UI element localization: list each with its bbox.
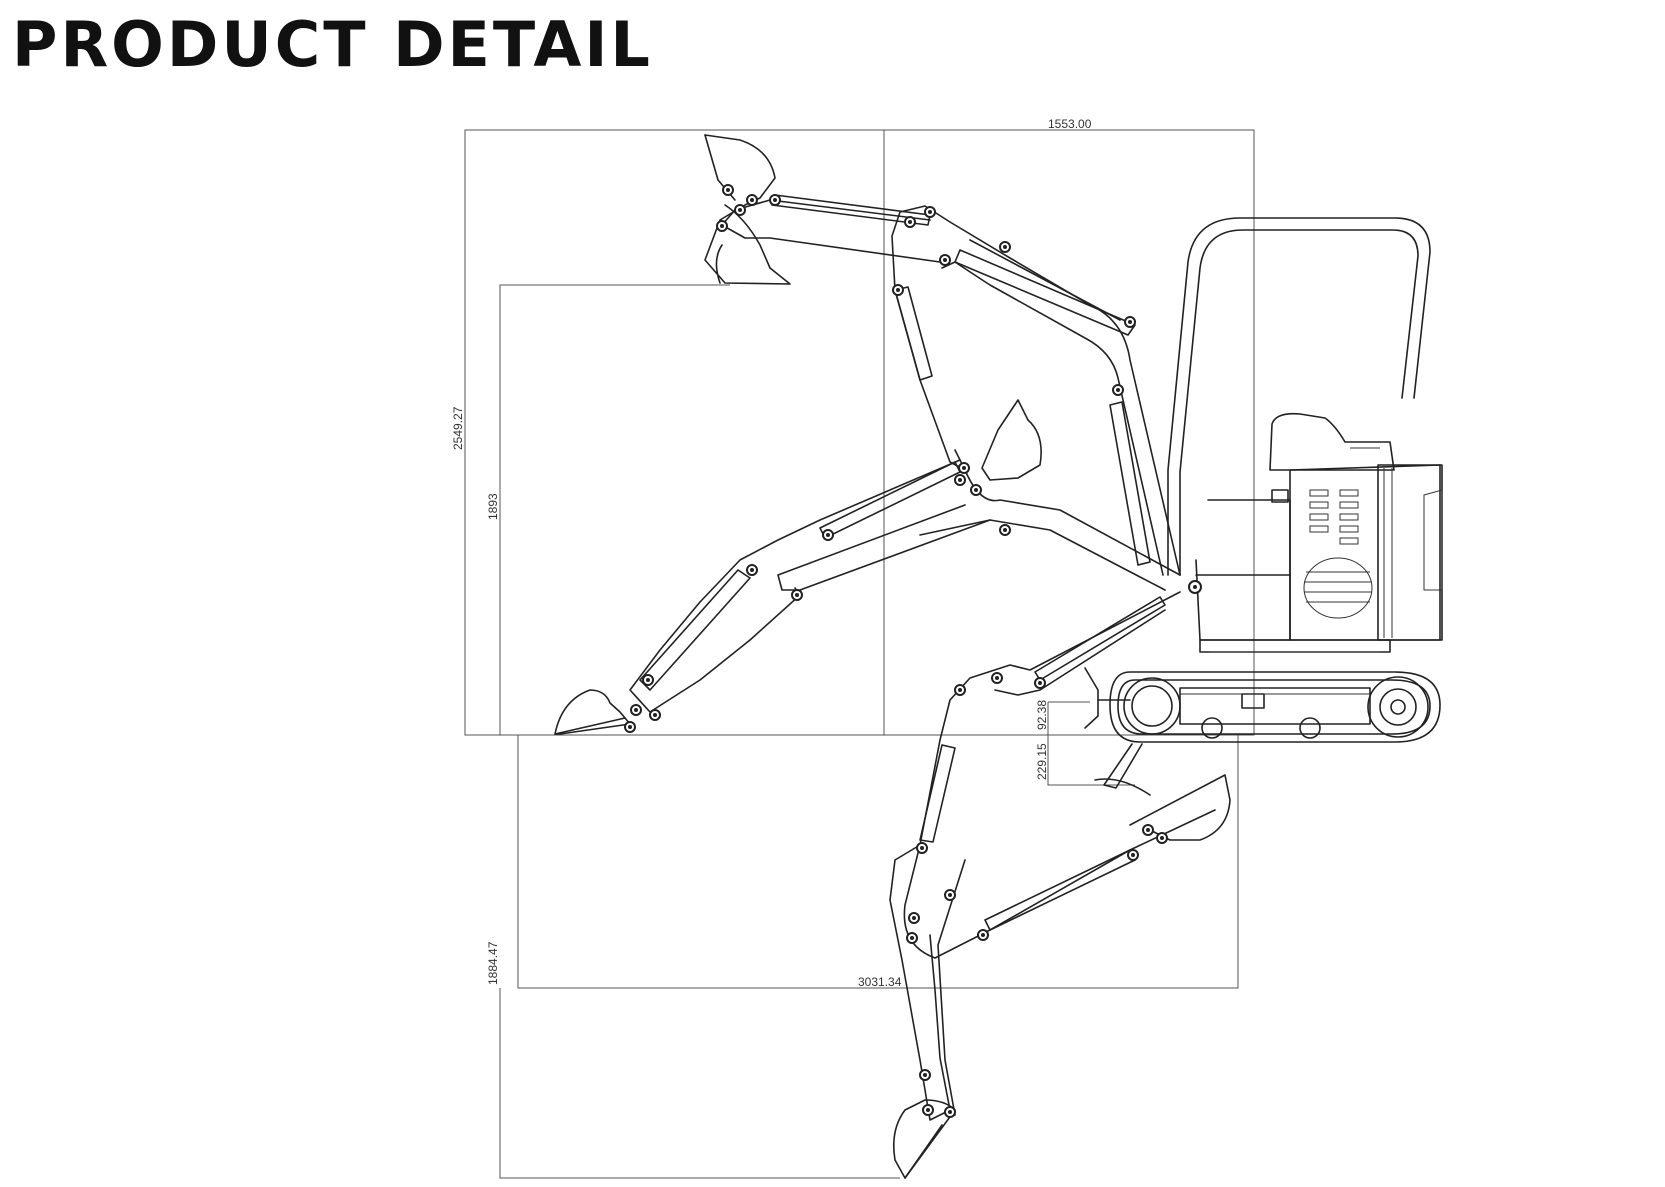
arm-pose-raised <box>704 134 1181 576</box>
dimension-labels: 1553.00 2549.27 1893 3031.34 1884.47 92.… <box>451 117 1092 989</box>
arm-pose-reach <box>554 399 1202 735</box>
arm-pose-dig <box>889 591 1231 1179</box>
pins-pose-dig <box>906 672 1168 1118</box>
dim-top-width: 1553.00 <box>1048 117 1092 131</box>
dim-overall-height: 2549.27 <box>451 406 465 450</box>
page-title: PRODUCT DETAIL <box>12 8 653 81</box>
vent-louvers <box>1303 489 1373 619</box>
excavator-body <box>1084 217 1443 796</box>
pins-pose-reach <box>624 462 1202 733</box>
dim-dig-depth: 1884.47 <box>486 941 500 985</box>
dimension-lines <box>464 129 1255 1179</box>
dim-dump-height: 1893 <box>486 493 500 520</box>
pins-pose-raised <box>716 184 1136 396</box>
crawler-track <box>1109 671 1441 743</box>
dim-blade-drop: 229.15 <box>1035 743 1049 780</box>
dim-blade-lift: 92.38 <box>1035 700 1049 730</box>
dim-reach-width: 3031.34 <box>858 975 902 989</box>
